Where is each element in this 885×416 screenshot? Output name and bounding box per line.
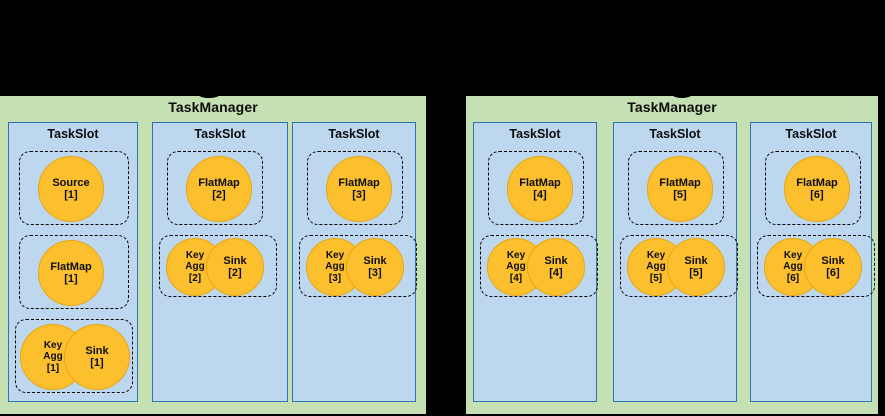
taskslot-title: TaskSlot [509,127,561,141]
node-sink-6-line-0: Sink [821,254,845,267]
node-flatmap-3[interactable]: FlatMap[3] [326,156,392,222]
node-flatmap-3-line-0: FlatMap [338,176,380,189]
node-flatmap-1-line-0: FlatMap [50,260,92,273]
node-flatmap-5-line-0: FlatMap [659,176,701,189]
node-flatmap-4-line-0: FlatMap [519,176,561,189]
node-keyagg-1-line-2: [1] [46,362,60,374]
task-source-1[interactable]: Source[1] [19,151,129,225]
node-source-1[interactable]: Source[1] [38,156,104,222]
taskslot-title: TaskSlot [649,127,701,141]
node-sink-2-line-1: [2] [228,267,242,279]
title-bleed-notch-0 [198,90,220,98]
title-bleed-notch-1 [672,90,692,98]
task-flatmap-3[interactable]: FlatMap[3] [307,151,403,225]
node-sink-4[interactable]: Sink[4] [527,238,585,296]
node-flatmap-1[interactable]: FlatMap[1] [38,240,104,306]
node-flatmap-3-line-1: [3] [352,189,366,201]
node-flatmap-6[interactable]: FlatMap[6] [784,156,850,222]
node-sink-6-line-1: [6] [826,267,840,279]
node-flatmap-2-line-1: [2] [212,189,226,201]
node-keyagg-6-line-0: Key [783,250,803,262]
node-sink-1-line-0: Sink [85,344,109,357]
node-keyagg-2-line-2: [2] [188,272,202,284]
node-flatmap-4-line-1: [4] [533,189,547,201]
node-sink-5-line-0: Sink [684,254,708,267]
taskslot-title: TaskSlot [194,127,246,141]
node-keyagg-5-line-2: [5] [649,272,663,284]
task-flatmap-4[interactable]: FlatMap[4] [488,151,584,225]
taskmanager-title: TaskManager [168,99,258,115]
task-flatmap-6[interactable]: FlatMap[6] [765,151,861,225]
task-flatmap-2[interactable]: FlatMap[2] [167,151,263,225]
node-keyagg-4-line-2: [4] [509,272,523,284]
node-keyagg-2-line-1: Agg [185,261,205,273]
node-keyagg-3-line-2: [3] [328,272,342,284]
node-flatmap-1-line-1: [1] [64,273,78,285]
task-flatmap-5[interactable]: FlatMap[5] [628,151,724,225]
node-flatmap-2[interactable]: FlatMap[2] [186,156,252,222]
node-sink-3-line-0: Sink [363,254,387,267]
taskslot-title: TaskSlot [328,127,380,141]
node-sink-4-line-0: Sink [544,254,568,267]
node-keyagg-3-line-1: Agg [325,261,345,273]
node-sink-1-line-1: [1] [90,357,104,369]
node-keyagg-6-line-2: [6] [786,272,800,284]
node-source-1-line-0: Source [52,176,90,189]
taskslot-title: TaskSlot [47,127,99,141]
node-keyagg-2-line-0: Key [185,250,205,262]
node-sink-3-line-1: [3] [368,267,382,279]
node-flatmap-2-line-0: FlatMap [198,176,240,189]
node-flatmap-5-line-1: [5] [673,189,687,201]
node-sink-5-line-1: [5] [689,267,703,279]
node-keyagg-5-line-1: Agg [646,261,666,273]
node-keyagg-3-line-0: Key [325,250,345,262]
task-flatmap-1[interactable]: FlatMap[1] [19,235,129,309]
node-keyagg-5-line-0: Key [646,250,666,262]
node-keyagg-4-line-0: Key [506,250,526,262]
node-flatmap-5[interactable]: FlatMap[5] [647,156,713,222]
node-keyagg-1-line-0: Key [43,340,63,352]
node-sink-3[interactable]: Sink[3] [346,238,404,296]
node-source-1-line-1: [1] [64,189,78,201]
node-flatmap-4[interactable]: FlatMap[4] [507,156,573,222]
node-sink-4-line-1: [4] [549,267,563,279]
node-flatmap-6-line-1: [6] [810,189,824,201]
node-sink-5[interactable]: Sink[5] [667,238,725,296]
node-keyagg-4-line-1: Agg [506,261,526,273]
node-sink-1[interactable]: Sink[1] [64,324,130,390]
node-sink-2[interactable]: Sink[2] [206,238,264,296]
node-sink-6[interactable]: Sink[6] [804,238,862,296]
node-keyagg-6-line-1: Agg [783,261,803,273]
node-flatmap-6-line-0: FlatMap [796,176,838,189]
taskslot-title: TaskSlot [785,127,837,141]
taskmanager-title: TaskManager [627,99,717,115]
node-sink-2-line-0: Sink [223,254,247,267]
node-keyagg-1-line-1: Agg [43,351,63,363]
